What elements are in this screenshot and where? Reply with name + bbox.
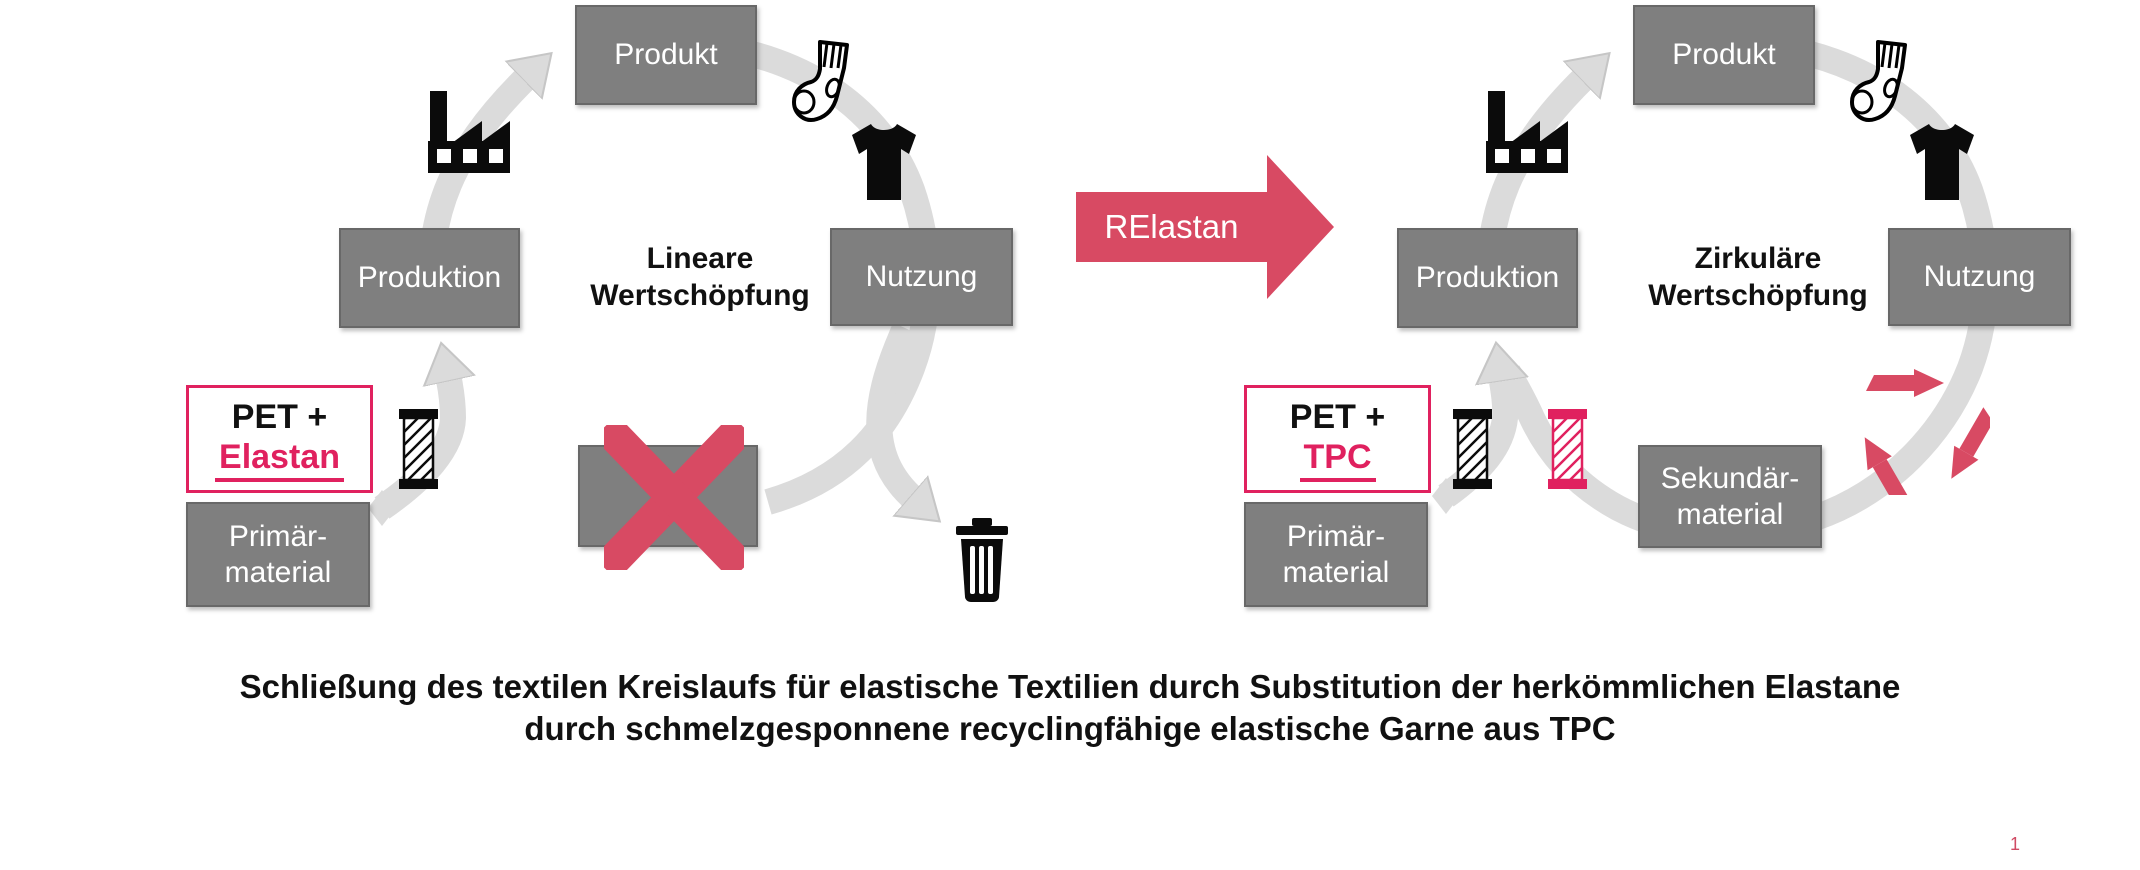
sekundaermaterial-box: Sekundär- material <box>1638 445 1822 548</box>
produkt-box-left: Produkt <box>575 5 757 105</box>
linear-cycle-title: Lineare Wertschöpfung <box>590 242 810 312</box>
produkt-label-left: Produkt <box>614 38 718 71</box>
primaermaterial-box-right: Primär- material <box>1244 502 1428 607</box>
tshirt-icon <box>1910 124 1974 200</box>
cross-x-icon <box>604 425 744 570</box>
primaermaterial-box-left: Primär- material <box>186 502 370 607</box>
pet-elastan-box: PET + Elastan <box>186 385 373 493</box>
caption-line-1: Schließung des textilen Kreislaufs für e… <box>239 668 1901 705</box>
caption-line-2: durch schmelzgesponnene recyclingfähige … <box>524 710 1616 747</box>
produkt-box-right: Produkt <box>1633 5 1815 105</box>
pet-label-left: PET + <box>231 397 328 436</box>
produktion-label-left: Produktion <box>357 261 502 294</box>
produktion-label-right: Produktion <box>1415 261 1560 294</box>
trash-icon <box>956 518 1008 602</box>
circular-cycle-title: Zirkuläre Wertschöpfung <box>1648 242 1868 312</box>
produkt-label-right: Produkt <box>1672 38 1776 71</box>
pet-tpc-box: PET + TPC <box>1244 385 1431 493</box>
primaer-line2-left: material <box>224 555 332 589</box>
factory-icon <box>1486 91 1568 173</box>
sekundaer-line1: Sekundär- <box>1660 461 1800 495</box>
right-arrow-shape <box>1076 155 1334 299</box>
primaer-line1-left: Primär- <box>228 519 328 553</box>
recycle-icon <box>1864 369 1990 495</box>
sekundaer-line2: material <box>1676 497 1784 531</box>
sock-icon <box>1850 40 1907 122</box>
produktion-box-left: Produktion <box>339 228 520 328</box>
transition-arrow: RElastan <box>1076 153 1336 301</box>
slide-caption: Schließung des textilen Kreislaufs für e… <box>0 666 2140 750</box>
yarn-spool-icon <box>1453 409 1492 489</box>
nutzung-label-right: Nutzung <box>1923 260 2036 293</box>
tshirt-icon <box>852 124 916 200</box>
nutzung-box-right: Nutzung <box>1888 228 2071 326</box>
primaer-line2-right: material <box>1282 555 1390 589</box>
sock-icon <box>792 40 849 122</box>
transition-label: RElastan <box>1104 208 1239 245</box>
factory-icon <box>428 91 510 173</box>
primaer-line1-right: Primär- <box>1286 519 1386 553</box>
produktion-box-right: Produktion <box>1397 228 1578 328</box>
nutzung-label-left: Nutzung <box>865 260 978 293</box>
nutzung-box-left: Nutzung <box>830 228 1013 326</box>
elastan-label: Elastan <box>215 437 344 482</box>
yarn-spool-icon <box>399 409 438 489</box>
arrow-nutzung-to-trash <box>866 322 915 500</box>
pet-label-right: PET + <box>1289 397 1386 436</box>
tpc-label: TPC <box>1299 437 1376 482</box>
page-number: 1 <box>2010 834 2021 854</box>
yarn-spool-pink-icon <box>1548 409 1587 489</box>
